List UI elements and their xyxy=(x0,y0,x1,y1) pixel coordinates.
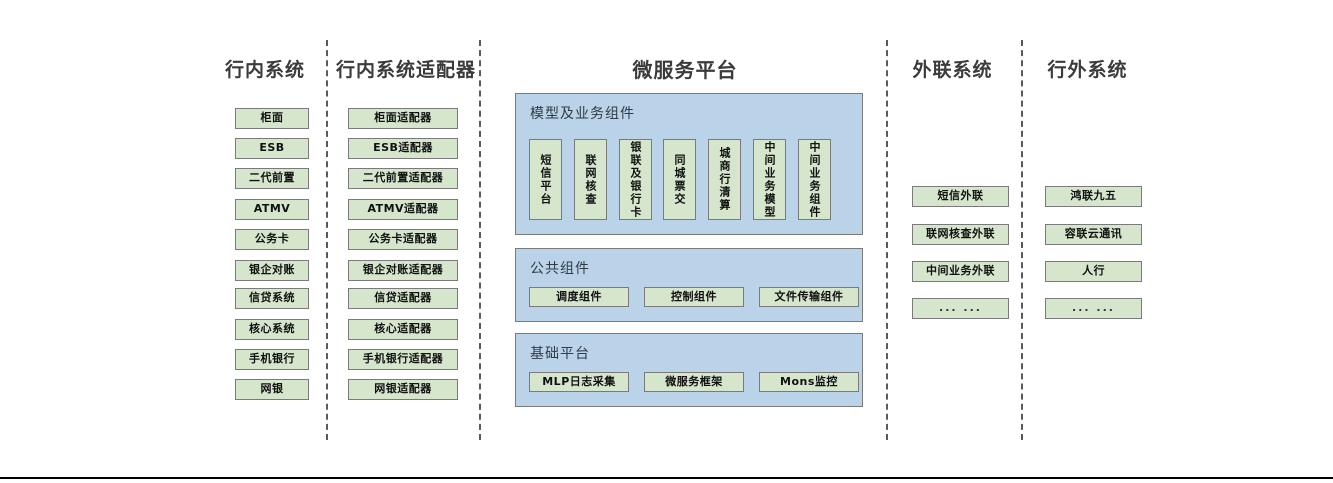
node-model-component[interactable]: 中间业务组件 xyxy=(798,139,831,220)
node-outside-bank-system[interactable]: 容联云通讯 xyxy=(1045,224,1142,245)
column-title-microservice-platform: 微服务平台 xyxy=(632,58,738,82)
node-base-platform-component[interactable]: Mons监控 xyxy=(759,372,859,392)
node-internal-system[interactable]: 公务卡 xyxy=(235,229,309,250)
node-external-link-system[interactable]: 联网核查外联 xyxy=(912,224,1009,245)
node-internal-adapter[interactable]: 手机银行适配器 xyxy=(348,349,458,370)
column-separator-1 xyxy=(326,40,328,440)
node-internal-adapter[interactable]: ATMV适配器 xyxy=(348,199,458,220)
node-internal-adapter[interactable]: 公务卡适配器 xyxy=(348,229,458,250)
node-internal-adapter[interactable]: 柜面适配器 xyxy=(348,108,458,129)
node-external-link-system-more[interactable]: ... ... xyxy=(912,298,1009,319)
node-outside-bank-system[interactable]: 人行 xyxy=(1045,261,1142,282)
node-public-component[interactable]: 文件传输组件 xyxy=(759,287,859,307)
column-separator-4 xyxy=(1021,40,1023,440)
column-separator-2 xyxy=(479,40,481,440)
node-model-component[interactable]: 城商行清算 xyxy=(708,139,741,220)
group-title-model-business-components: 模型及业务组件 xyxy=(530,106,635,122)
node-internal-adapter[interactable]: 二代前置适配器 xyxy=(348,168,458,189)
node-model-component[interactable]: 银联及银行卡 xyxy=(619,139,652,220)
node-public-component[interactable]: 控制组件 xyxy=(644,287,744,307)
node-base-platform-component[interactable]: MLP日志采集 xyxy=(529,372,629,392)
node-internal-adapter[interactable]: 核心适配器 xyxy=(348,319,458,340)
column-title-internal-systems: 行内系统 xyxy=(224,59,305,81)
node-internal-adapter[interactable]: 网银适配器 xyxy=(348,379,458,400)
column-title-internal-adapters: 行内系统适配器 xyxy=(336,59,477,81)
node-internal-system[interactable]: 信贷系统 xyxy=(235,288,309,309)
node-external-link-system[interactable]: 中间业务外联 xyxy=(912,261,1009,282)
column-separator-3 xyxy=(886,40,888,440)
node-base-platform-component[interactable]: 微服务框架 xyxy=(644,372,744,392)
node-model-component[interactable]: 同城票交 xyxy=(663,139,696,220)
group-base-platform: 基础平台 xyxy=(515,333,863,407)
node-internal-adapter[interactable]: 银企对账适配器 xyxy=(348,260,458,281)
node-internal-system[interactable]: 银企对账 xyxy=(235,260,309,281)
node-internal-adapter[interactable]: 信贷适配器 xyxy=(348,288,458,309)
node-outside-bank-system[interactable]: 鸿联九五 xyxy=(1045,186,1142,207)
node-model-component[interactable]: 短信平台 xyxy=(529,139,562,220)
node-outside-bank-system-more[interactable]: ... ... xyxy=(1045,298,1142,319)
node-internal-system[interactable]: ESB xyxy=(235,138,309,159)
group-public-components: 公共组件 xyxy=(515,248,863,322)
group-title-public-components: 公共组件 xyxy=(530,261,590,277)
node-internal-system[interactable]: 网银 xyxy=(235,379,309,400)
column-title-external-link-systems: 外联系统 xyxy=(912,59,993,81)
node-internal-adapter[interactable]: ESB适配器 xyxy=(348,138,458,159)
node-internal-system[interactable]: 柜面 xyxy=(235,108,309,129)
node-internal-system[interactable]: 手机银行 xyxy=(235,349,309,370)
node-internal-system[interactable]: 二代前置 xyxy=(235,168,309,189)
group-title-base-platform: 基础平台 xyxy=(530,346,590,362)
node-external-link-system[interactable]: 短信外联 xyxy=(912,186,1009,207)
node-model-component[interactable]: 中间业务模型 xyxy=(753,139,786,220)
node-internal-system[interactable]: ATMV xyxy=(235,199,309,220)
node-internal-system[interactable]: 核心系统 xyxy=(235,319,309,340)
node-model-component[interactable]: 联网核查 xyxy=(574,139,607,220)
column-title-outside-bank-systems: 行外系统 xyxy=(1047,59,1128,81)
page-bottom-rule xyxy=(0,477,1333,479)
node-public-component[interactable]: 调度组件 xyxy=(529,287,629,307)
